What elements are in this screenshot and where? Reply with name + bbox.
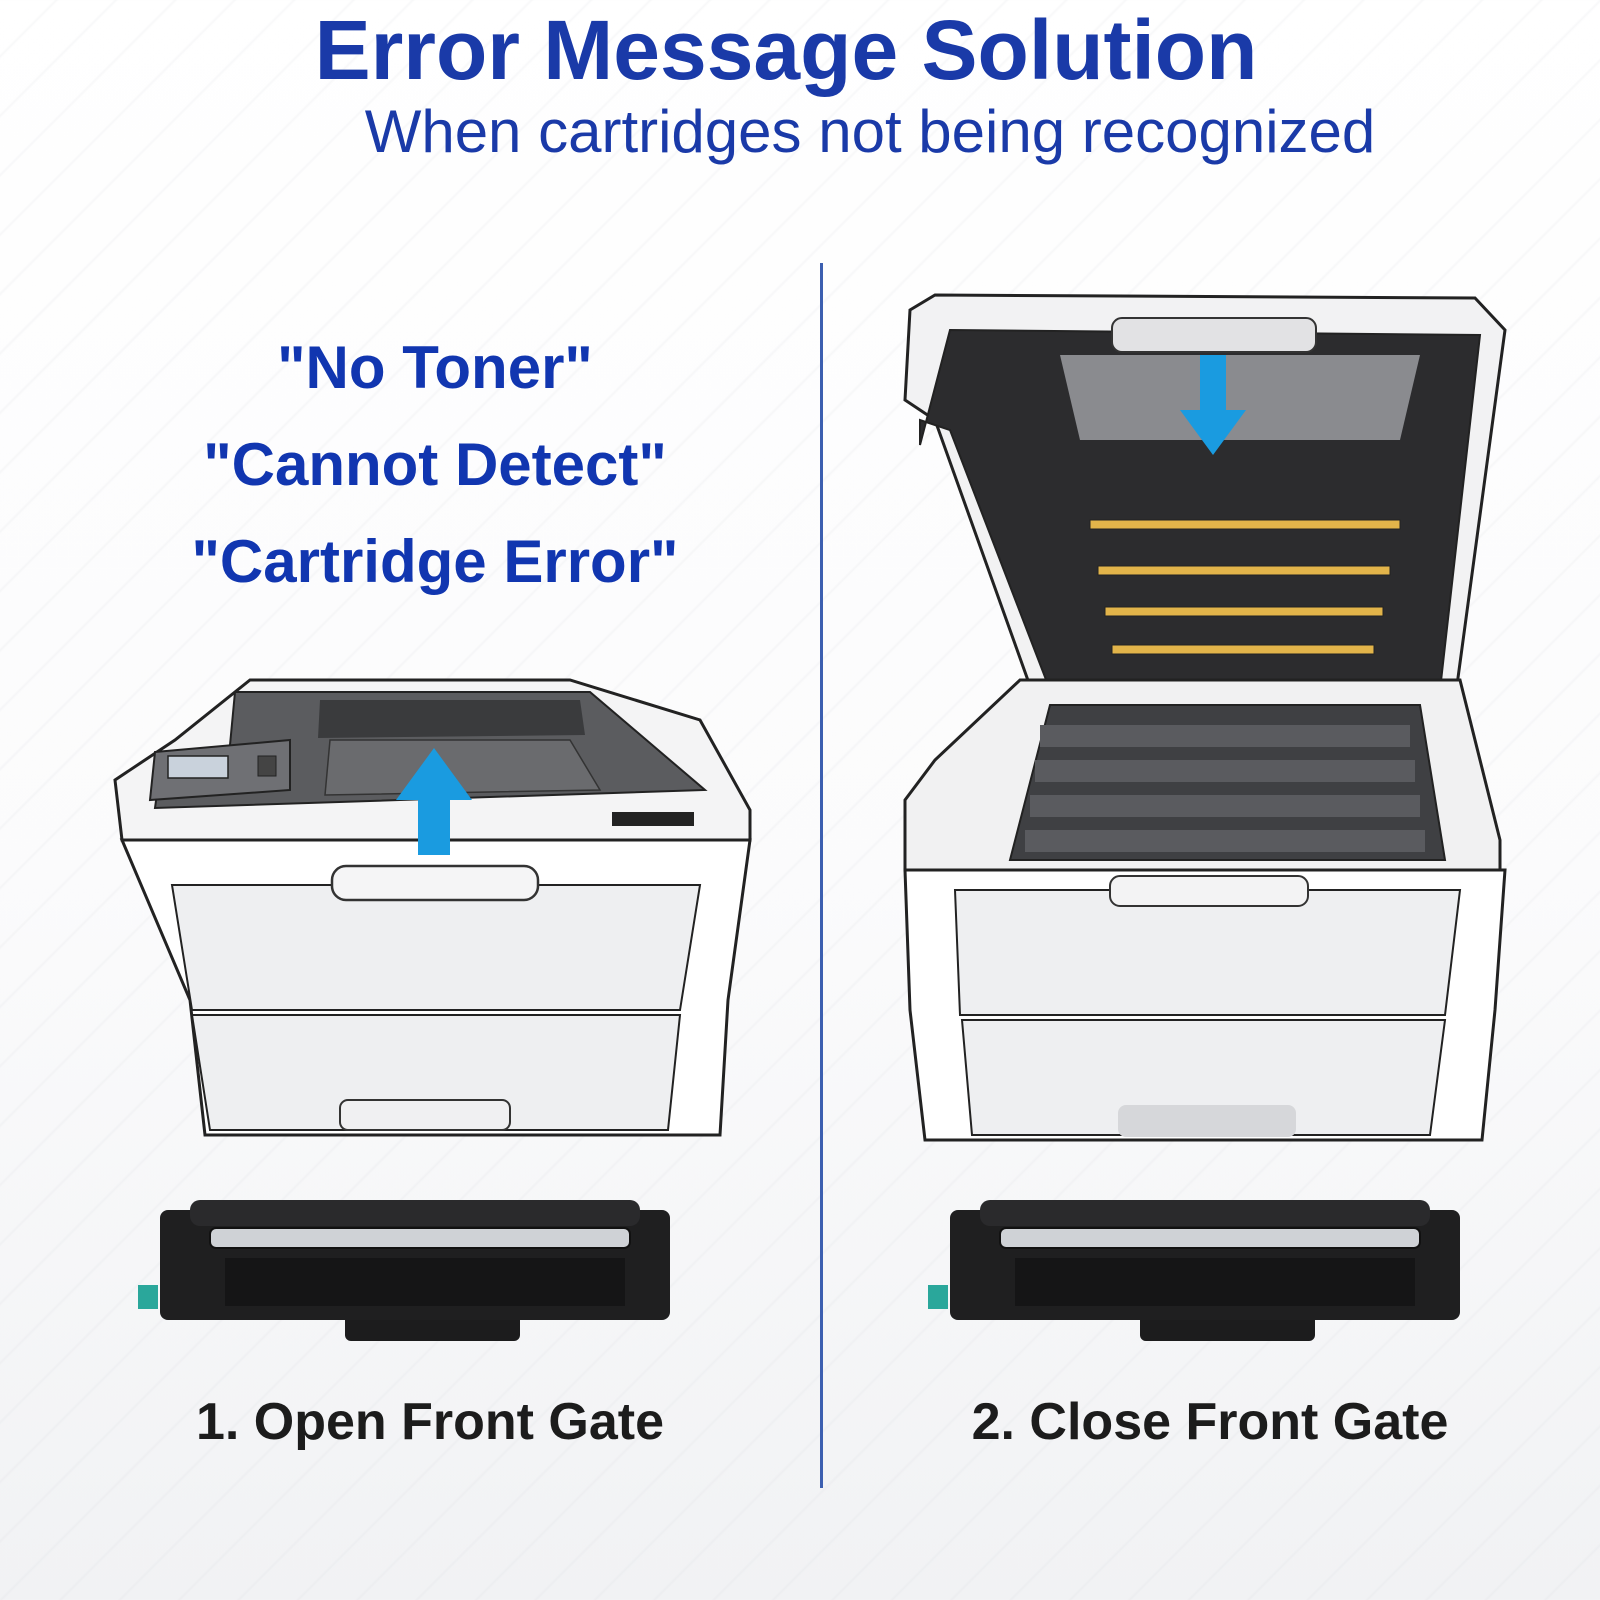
- page-title: Error Message Solution: [314, 3, 1258, 97]
- arrow-up-icon: [396, 748, 472, 855]
- step-2-label: 2. Close Front Gate: [971, 1393, 1449, 1451]
- page-subtitle: When cartridges not being recognized: [364, 98, 1376, 165]
- error-no-toner: "No Toner": [277, 334, 593, 401]
- error-cartridge-error: "Cartridge Error": [191, 528, 679, 595]
- error-cannot-detect: "Cannot Detect": [203, 431, 667, 498]
- panel-divider: [820, 263, 823, 1488]
- arrow-down-icon: [1180, 355, 1246, 455]
- step-1-label: 1. Open Front Gate: [195, 1393, 665, 1451]
